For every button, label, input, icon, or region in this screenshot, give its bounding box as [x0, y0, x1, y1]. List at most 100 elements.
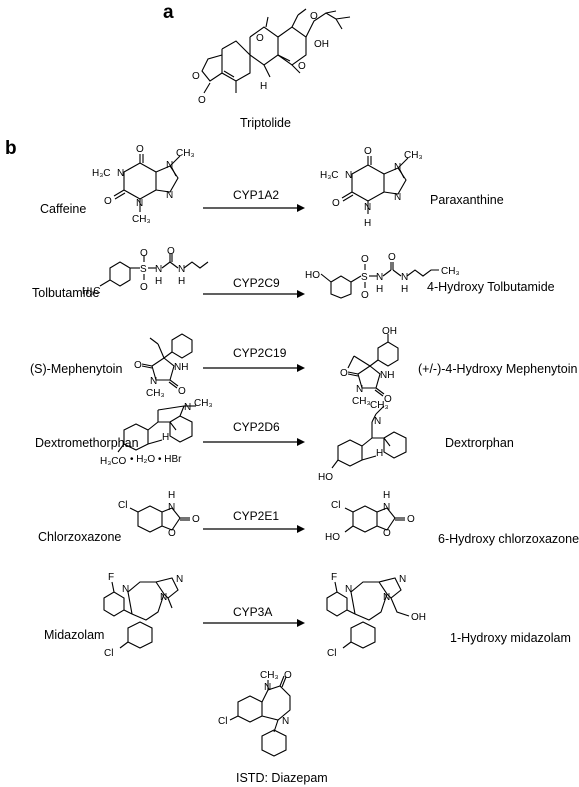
hydroxymidazolam-atom-f: F	[331, 572, 337, 583]
hydroxychlorzoxazone-structure: Cl HO H N O O	[325, 490, 415, 543]
hydroxychlorzoxazone-atom-o2: O	[383, 528, 391, 539]
panel-label-a: a	[163, 2, 174, 23]
midazolam-atom-n1: N	[122, 584, 129, 595]
panel-label-b: b	[5, 138, 17, 159]
dextromethorphan-atom-h: H	[162, 432, 169, 443]
triptolide-atom-oh: OH	[314, 39, 329, 50]
midazolam-atom-cl: Cl	[104, 648, 113, 659]
dextrorphan-atom-h: H	[376, 448, 383, 459]
triptolide-atom-o4: O	[192, 71, 200, 82]
substrate-label-2: (S)-Mephenytoin	[30, 362, 123, 376]
tolbutamide-atom-n2: N	[178, 264, 185, 275]
hydroxymidazolam-structure: F N N N Cl OH	[326, 572, 426, 659]
hydroxytolbutamide-atom-h1: H	[376, 284, 383, 295]
enzyme-label-1: CYP2C9	[233, 276, 280, 290]
enzyme-label-4: CYP2E1	[233, 509, 280, 523]
caffeine-atom-n9: N	[166, 190, 173, 201]
mephenytoin-atom-o1: O	[134, 360, 142, 371]
paraxanthine-atom-n9: N	[394, 192, 401, 203]
dextrorphan-atom-oh: HO	[318, 472, 333, 483]
tolbutamide-atom-h2: H	[178, 276, 185, 287]
hydroxymephenytoin-atom-o2: O	[384, 394, 392, 405]
reaction-arrow-5	[203, 619, 305, 627]
hydroxychlorzoxazone-atom-h: H	[383, 490, 390, 501]
triptolide-atom-o3: O	[298, 61, 306, 72]
tolbutamide-atom-o2: O	[140, 282, 148, 293]
hydroxymephenytoin-atom-o1: O	[340, 368, 348, 379]
hydroxymephenytoin-atom-me: CH₃	[352, 396, 371, 407]
product-label-5: 1-Hydroxy midazolam	[450, 631, 571, 645]
reaction-arrow-1	[203, 290, 305, 298]
enzyme-label-5: CYP3A	[233, 605, 273, 619]
product-label-4: 6-Hydroxy chlorzoxazone	[438, 532, 579, 546]
hydroxytolbutamide-atom-me: CH₃	[441, 266, 460, 277]
hydroxymephenytoin-atom-oh: OH	[382, 326, 397, 337]
tolbutamide-atom-me: H₃C	[82, 286, 101, 297]
triptolide-structure: O O OH O O O H	[192, 8, 351, 106]
midazolam-atom-n3: N	[160, 592, 167, 603]
caffeine-atom-me3: CH₃	[132, 214, 151, 225]
paraxanthine-atom-n3: N	[364, 202, 371, 213]
paraxanthine-atom-o1: O	[364, 146, 372, 157]
mephenytoin-structure: O N CH₃ O NH	[134, 333, 193, 399]
chlorzoxazone-atom-o2: O	[168, 528, 176, 539]
chlorzoxazone-structure: Cl H N O O	[118, 490, 200, 539]
dextromethorphan-atom-n: N	[184, 402, 191, 413]
caffeine-atom-o1: O	[136, 144, 144, 155]
hydroxytolbutamide-atom-o3: O	[388, 252, 396, 263]
midazolam-atom-f: F	[108, 572, 114, 583]
triptolide-atom-o5: O	[198, 95, 206, 106]
mephenytoin-atom-nh: NH	[174, 362, 188, 373]
substrate-label-0: Caffeine	[40, 202, 87, 216]
enzyme-label-0: CYP1A2	[233, 188, 280, 202]
midazolam-structure: F N N N Cl	[103, 572, 183, 659]
caffeine-structure: O H₃C N O N CH₃ N CH₃ N	[92, 144, 195, 225]
hydroxytolbutamide-structure: HO S O O N H O N H CH₃	[305, 252, 460, 301]
hydroxymidazolam-atom-n3: N	[383, 592, 390, 603]
istd-label: ISTD: Diazepam	[236, 771, 328, 785]
paraxanthine-atom-n7: N	[394, 162, 401, 173]
product-label-2: (+/-)-4-Hydroxy Mephenytoin	[418, 362, 578, 376]
hydroxytolbutamide-atom-s: S	[361, 272, 368, 283]
hydroxymidazolam-atom-cl: Cl	[327, 648, 336, 659]
reaction-arrow-2	[203, 364, 305, 372]
hydroxytolbutamide-atom-o1: O	[361, 254, 369, 265]
caffeine-atom-o2: O	[104, 196, 112, 207]
substrate-label-3: Dextromethorphan	[35, 436, 139, 450]
hydroxymidazolam-atom-n2: N	[399, 574, 406, 585]
hydroxymephenytoin-structure: OH O N CH₃ O NH	[340, 326, 399, 407]
tolbutamide-atom-n1: N	[155, 264, 162, 275]
diazepam-structure: CH₃ N O N Cl	[218, 670, 292, 757]
reaction-arrow-4	[203, 525, 305, 533]
product-label-3: Dextrorphan	[445, 436, 514, 450]
diazepam-atom-cl: Cl	[218, 716, 227, 727]
caffeine-atom-me1: H₃C	[92, 168, 111, 179]
hydroxytolbutamide-atom-n2: N	[401, 272, 408, 283]
reaction-arrow-0	[203, 204, 305, 212]
tolbutamide-structure: H₃C S O O N H O N H	[82, 246, 209, 297]
hydroxytolbutamide-atom-oh: HO	[305, 270, 320, 281]
caffeine-atom-n7: N	[166, 160, 173, 171]
dextrorphan-structure: N CH₃ H HO	[318, 400, 407, 483]
hydroxychlorzoxazone-atom-cl: Cl	[331, 500, 340, 511]
paraxanthine-atom-me7: CH₃	[404, 150, 423, 161]
paraxanthine-atom-h3: H	[364, 218, 371, 229]
reaction-arrow-3	[203, 438, 305, 446]
substrate-label-5: Midazolam	[44, 628, 105, 642]
chlorzoxazone-atom-n: N	[168, 502, 175, 513]
mephenytoin-atom-o2: O	[178, 386, 186, 397]
chlorzoxazone-atom-o1: O	[192, 514, 200, 525]
hydroxychlorzoxazone-atom-oh: HO	[325, 532, 340, 543]
hydroxychlorzoxazone-atom-o1: O	[407, 514, 415, 525]
dextromethorphan-atom-meo: H₃CO	[100, 456, 127, 467]
hydroxymidazolam-atom-n1: N	[345, 584, 352, 595]
product-label-0: Paraxanthine	[430, 193, 504, 207]
hydroxychlorzoxazone-atom-n: N	[383, 502, 390, 513]
product-label-1: 4-Hydroxy Tolbutamide	[427, 280, 555, 294]
midazolam-atom-n2: N	[176, 574, 183, 585]
dextromethorphan-atom-me: CH₃	[194, 398, 213, 409]
triptolide-name: Triptolide	[240, 116, 291, 130]
substrate-label-4: Chlorzoxazone	[38, 530, 122, 544]
dextrorphan-atom-n: N	[374, 416, 381, 427]
hydroxymephenytoin-atom-n1: N	[356, 384, 363, 395]
